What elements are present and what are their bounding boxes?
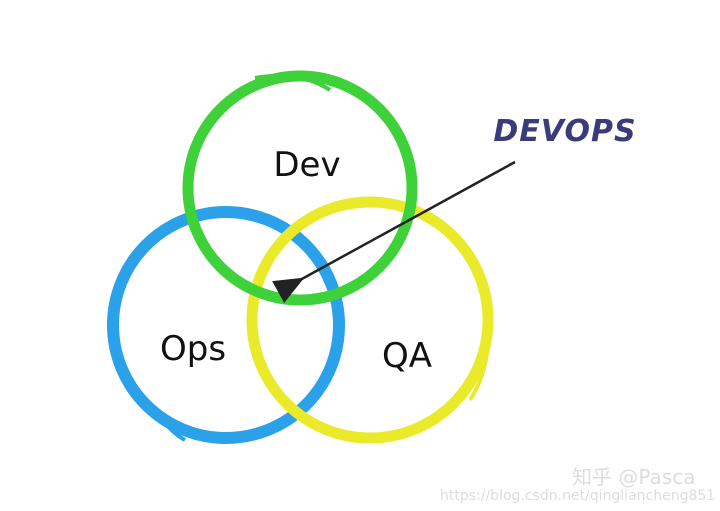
devops-label: DEVOPS	[493, 114, 636, 149]
ops-circle	[107, 206, 345, 444]
zhihu-watermark: 知乎 @Pasca	[572, 465, 695, 489]
dev-circle	[182, 70, 418, 306]
dev-label: Dev	[273, 145, 340, 185]
arrow	[272, 160, 516, 303]
qa-circle	[246, 196, 494, 444]
qa-label: QA	[382, 336, 432, 376]
ops-label: Ops	[160, 329, 226, 369]
url-watermark: https://blog.csdn.net/qingliancheng851	[440, 488, 715, 504]
